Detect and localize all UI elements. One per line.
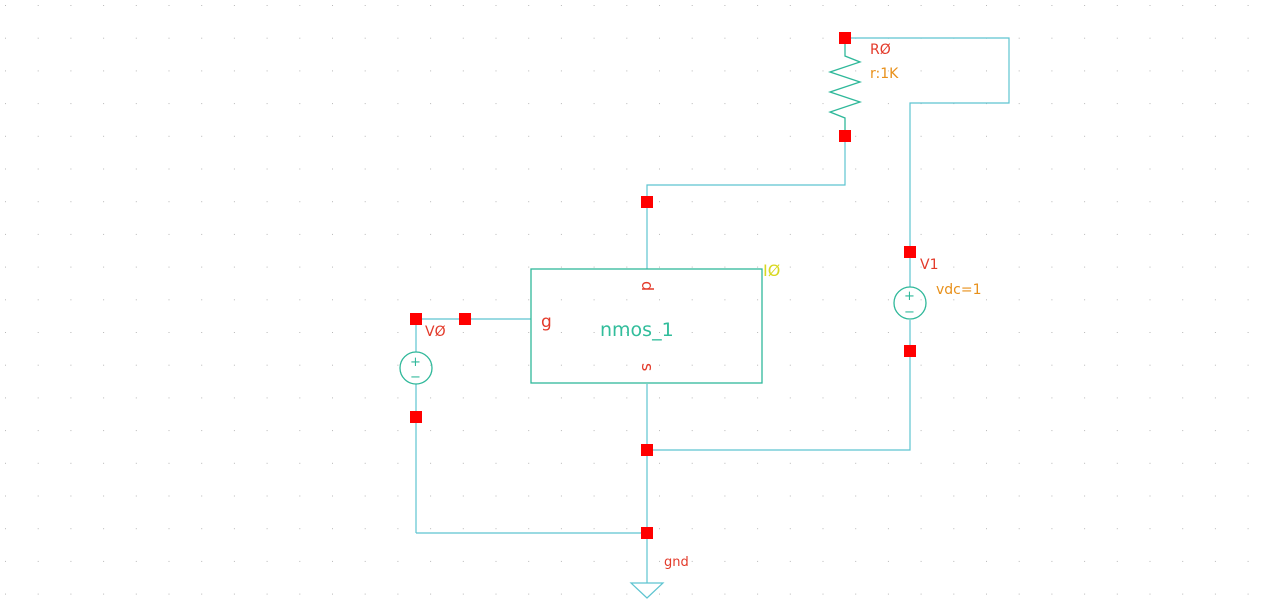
pin-gnd[interactable] [641,527,653,539]
v1-instance-label: V1 [920,257,938,273]
v1-minus-symbol: − [904,305,915,320]
v0-minus-symbol: − [410,370,421,385]
pins [410,32,916,539]
v0-instance-label: VØ [425,324,446,340]
nmos-instance[interactable]: nmos_1 g d s IØ [530,261,780,384]
nmos-source-pin-name: s [638,363,657,371]
pin-nmos-gate[interactable] [459,313,471,325]
resistor-r0[interactable]: RØ r:1K [827,38,899,136]
ground-label: gnd [664,555,689,570]
pin-nmos-source[interactable] [641,444,653,456]
nmos-instance-label: IØ [763,261,780,280]
voltage-source-v1[interactable]: + − V1 vdc=1 [893,257,982,320]
nmos-body [530,268,763,384]
pin-v0-plus[interactable] [410,313,422,325]
v0-circle [399,351,433,385]
wire-v1-to-source[interactable] [647,320,911,451]
v0-plus-symbol: + [410,355,421,370]
wire-r0-top-to-v1[interactable] [845,37,1010,252]
v1-parameter-label: vdc=1 [936,282,982,298]
pin-v1-minus[interactable] [904,345,916,357]
voltage-source-v0[interactable]: + − VØ [399,324,446,385]
v1-plus-symbol: + [904,289,915,304]
pin-r0-top[interactable] [839,32,851,44]
grid-dots [5,5,1249,595]
nmos-cell-name: nmos_1 [600,319,674,341]
ground-triangle [629,582,665,599]
pin-v0-minus[interactable] [410,411,422,423]
ground-symbol[interactable]: gnd [629,555,689,599]
wires [415,37,1010,583]
nmos-drain-pin-name: d [638,281,657,291]
pin-nmos-drain[interactable] [641,196,653,208]
resistor-parameter-label: r:1K [870,66,899,82]
resistor-instance-label: RØ [870,42,891,58]
nmos-gate-pin-name: g [541,312,552,332]
wire-r0-to-drain[interactable] [646,136,846,269]
pin-v1-plus[interactable] [904,246,916,258]
resistor-zigzag [827,38,863,136]
pin-r0-bottom[interactable] [839,130,851,142]
v1-circle [893,286,927,320]
